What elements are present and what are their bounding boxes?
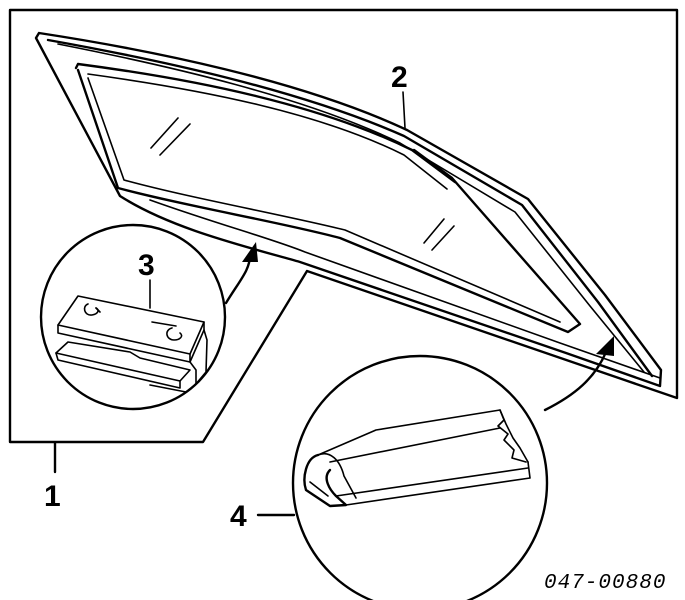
- callout-1: 1: [44, 480, 61, 513]
- windshield-moulding: [46, 38, 654, 378]
- windshield-outer-edge: [34, 31, 663, 388]
- callout-2-leader: [402, 91, 406, 129]
- windshield-bottom-lip: [149, 199, 661, 379]
- arrow-to-clip: [224, 253, 252, 305]
- arrow-to-clip-head: [242, 242, 258, 262]
- windshield-border-left: [74, 62, 457, 184]
- part-number: 047-00880: [544, 572, 666, 595]
- arrow-to-moulding-head: [596, 336, 614, 356]
- arrow-to-moulding: [543, 350, 608, 412]
- callout-2: 2: [391, 61, 408, 94]
- glass-reflection: [150, 117, 179, 149]
- callout-4: 4: [230, 500, 247, 533]
- clip-drawing: [55, 295, 208, 393]
- glass-reflection: [423, 218, 445, 244]
- windshield-border-left-inner: [87, 73, 448, 190]
- detail-circle-moulding: [291, 354, 549, 600]
- glass-reflection: [159, 123, 191, 156]
- windshield-moulding-inner: [57, 43, 645, 373]
- glass-panel: [76, 68, 582, 334]
- callout-3: 3: [138, 249, 155, 282]
- glass-panel-edge: [87, 77, 561, 323]
- diagram-frame: [8, 8, 679, 444]
- detail-circle-clip: [39, 223, 227, 411]
- moulding-drawing: [303, 409, 531, 508]
- glass-reflection: [431, 225, 455, 251]
